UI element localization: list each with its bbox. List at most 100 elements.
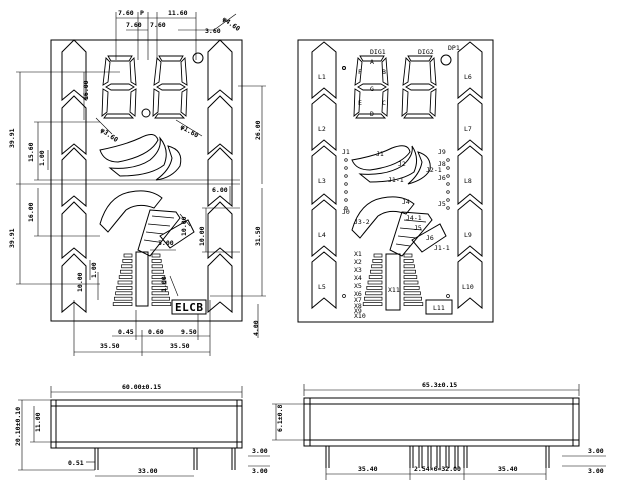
front-dp-dot bbox=[141, 108, 151, 118]
seg-d: D bbox=[370, 110, 374, 118]
bar-x8: X8 bbox=[354, 302, 362, 310]
pin-dot-right bbox=[446, 166, 450, 170]
front-bar-right bbox=[151, 275, 166, 279]
pin-bar-left bbox=[368, 275, 383, 279]
pin-bar-right bbox=[403, 286, 420, 290]
side-front-right-a: 3.00 bbox=[252, 447, 268, 455]
side-front-pin: 0.51 bbox=[68, 459, 84, 467]
box-l11: L11 bbox=[433, 304, 445, 312]
dim-left-e: 1.00 bbox=[90, 262, 98, 278]
small-j8: J8 bbox=[438, 160, 446, 168]
pin-dot-right bbox=[446, 158, 450, 162]
led-label-l5: L5 bbox=[318, 283, 326, 291]
front-bar-right bbox=[151, 291, 169, 296]
side-front-inner: 11.00 bbox=[34, 412, 42, 432]
dim-inner-e: 10.00 bbox=[180, 216, 188, 236]
pin-dot-left bbox=[344, 158, 348, 162]
bar-x7: X7 bbox=[354, 296, 362, 304]
dim-right-b: 6.00 bbox=[212, 186, 228, 194]
front-bar-left bbox=[114, 296, 133, 301]
small-j5: J5 bbox=[438, 200, 446, 208]
pin-bar-right bbox=[403, 269, 416, 274]
side-back-left: 35.40 bbox=[358, 465, 378, 473]
dim-top-a: 7.60 bbox=[118, 9, 134, 17]
front-bar-left bbox=[122, 259, 133, 263]
fan-j5: J5 bbox=[414, 224, 422, 232]
pin-segment-letters: A F B G E C D bbox=[358, 58, 386, 118]
front-bar-graph bbox=[112, 253, 172, 306]
pin-digit-1 bbox=[353, 55, 389, 119]
dim-bottom-a: 0.45 bbox=[118, 328, 134, 336]
led-label-l2: L2 bbox=[318, 125, 326, 133]
front-bar-left bbox=[117, 280, 133, 285]
bar-x1: X1 bbox=[354, 250, 362, 258]
pin-bar-left bbox=[364, 296, 383, 301]
front-fan-graphic bbox=[99, 134, 195, 257]
fan-j6: J6 bbox=[426, 234, 434, 242]
dim-top-p: P bbox=[140, 9, 144, 17]
logo-text: ELCB bbox=[175, 301, 204, 314]
fan-j2: J2 bbox=[398, 160, 406, 168]
front-outline bbox=[50, 39, 243, 322]
pin-dot-right bbox=[446, 198, 450, 202]
front-digit-1 bbox=[101, 55, 137, 119]
led-label-l3: L3 bbox=[318, 177, 326, 185]
side-back-right-b: 3.00 bbox=[588, 467, 604, 475]
pin-dot-right bbox=[446, 174, 450, 178]
bar-x5: X5 bbox=[354, 282, 362, 290]
pin-outline bbox=[297, 39, 494, 323]
pin-bar-left bbox=[373, 253, 383, 258]
dim-bottom-right: 4.00 bbox=[252, 320, 260, 336]
seg-a: A bbox=[370, 58, 374, 66]
box-x11: X11 bbox=[388, 286, 400, 294]
pin-dot-columns bbox=[342, 158, 450, 298]
pin-bar-labels: X1 X2 X3 X4 X5 X6 X7 X8 X9 X10 bbox=[354, 250, 366, 320]
pin-view: L1 L2 L3 L4 L5 L6 L7 L8 L9 L10 bbox=[297, 39, 494, 323]
dim-right-c: 10.00 bbox=[198, 226, 206, 246]
pin-bar-left bbox=[366, 286, 383, 290]
bar-x4: X4 bbox=[354, 274, 362, 282]
led-label-l10: L10 bbox=[462, 283, 474, 291]
fan-j1: J1 bbox=[376, 150, 384, 158]
side-front-right-b: 3.00 bbox=[252, 467, 268, 475]
dim-left-g: 10.00 bbox=[76, 272, 84, 292]
side-front-height: 20.10±0.10 bbox=[14, 407, 22, 446]
fan-j1-1b: J1-1 bbox=[434, 244, 450, 252]
dim-left-f: 39.91 bbox=[8, 228, 16, 248]
bar-x6: X6 bbox=[354, 290, 362, 298]
pin-dot-right bbox=[446, 182, 450, 186]
side-back-pins bbox=[325, 446, 550, 468]
side-view-front: 60.00±0.15 20.10±0.10 11.00 0.51 33.00 3… bbox=[14, 383, 270, 477]
dim-top-d: 11.60 bbox=[168, 9, 188, 17]
bar-x2: X2 bbox=[354, 258, 362, 266]
seg-g: G bbox=[370, 85, 374, 93]
pin-dot-left bbox=[344, 198, 348, 202]
pin-dot bbox=[342, 66, 346, 70]
side-back-right-a: 3.00 bbox=[588, 447, 604, 455]
fan-j4-1: J4-1 bbox=[406, 214, 422, 222]
dim-bottom-d: 35.50 bbox=[100, 342, 120, 350]
side-front-body bbox=[50, 399, 243, 449]
pin-dot-right bbox=[446, 206, 450, 210]
dim-bottom-b: 0.60 bbox=[148, 328, 164, 336]
small-j9: J9 bbox=[438, 148, 446, 156]
pin-dot-right bbox=[446, 190, 450, 194]
led-label-l8: L8 bbox=[464, 177, 472, 185]
front-view: ELCB bbox=[8, 9, 266, 356]
front-bar-left bbox=[112, 302, 133, 306]
front-bar-left bbox=[123, 253, 133, 258]
front-bar-left bbox=[120, 269, 133, 274]
led-label-l7: L7 bbox=[464, 125, 472, 133]
pin-led-labels: L1 L2 L3 L4 L5 L6 L7 L8 L9 L10 bbox=[318, 73, 474, 291]
front-dim-labels: 7.60 P 7.60 7.60 11.60 3.60 φ4.60 39.91 … bbox=[8, 9, 262, 350]
front-bar-right bbox=[151, 253, 161, 258]
fan-j2-1: J2-1 bbox=[426, 166, 442, 174]
dim-inner-f: 1.00 bbox=[160, 276, 168, 292]
small-j1: J1 bbox=[342, 148, 350, 156]
front-bar-right bbox=[151, 264, 163, 269]
dim-left-b: 15.60 bbox=[27, 142, 35, 162]
dim-top-b: 7.60 bbox=[126, 21, 142, 29]
pin-left-chevrons bbox=[311, 41, 337, 310]
side-front-width: 60.00±0.15 bbox=[122, 383, 161, 391]
